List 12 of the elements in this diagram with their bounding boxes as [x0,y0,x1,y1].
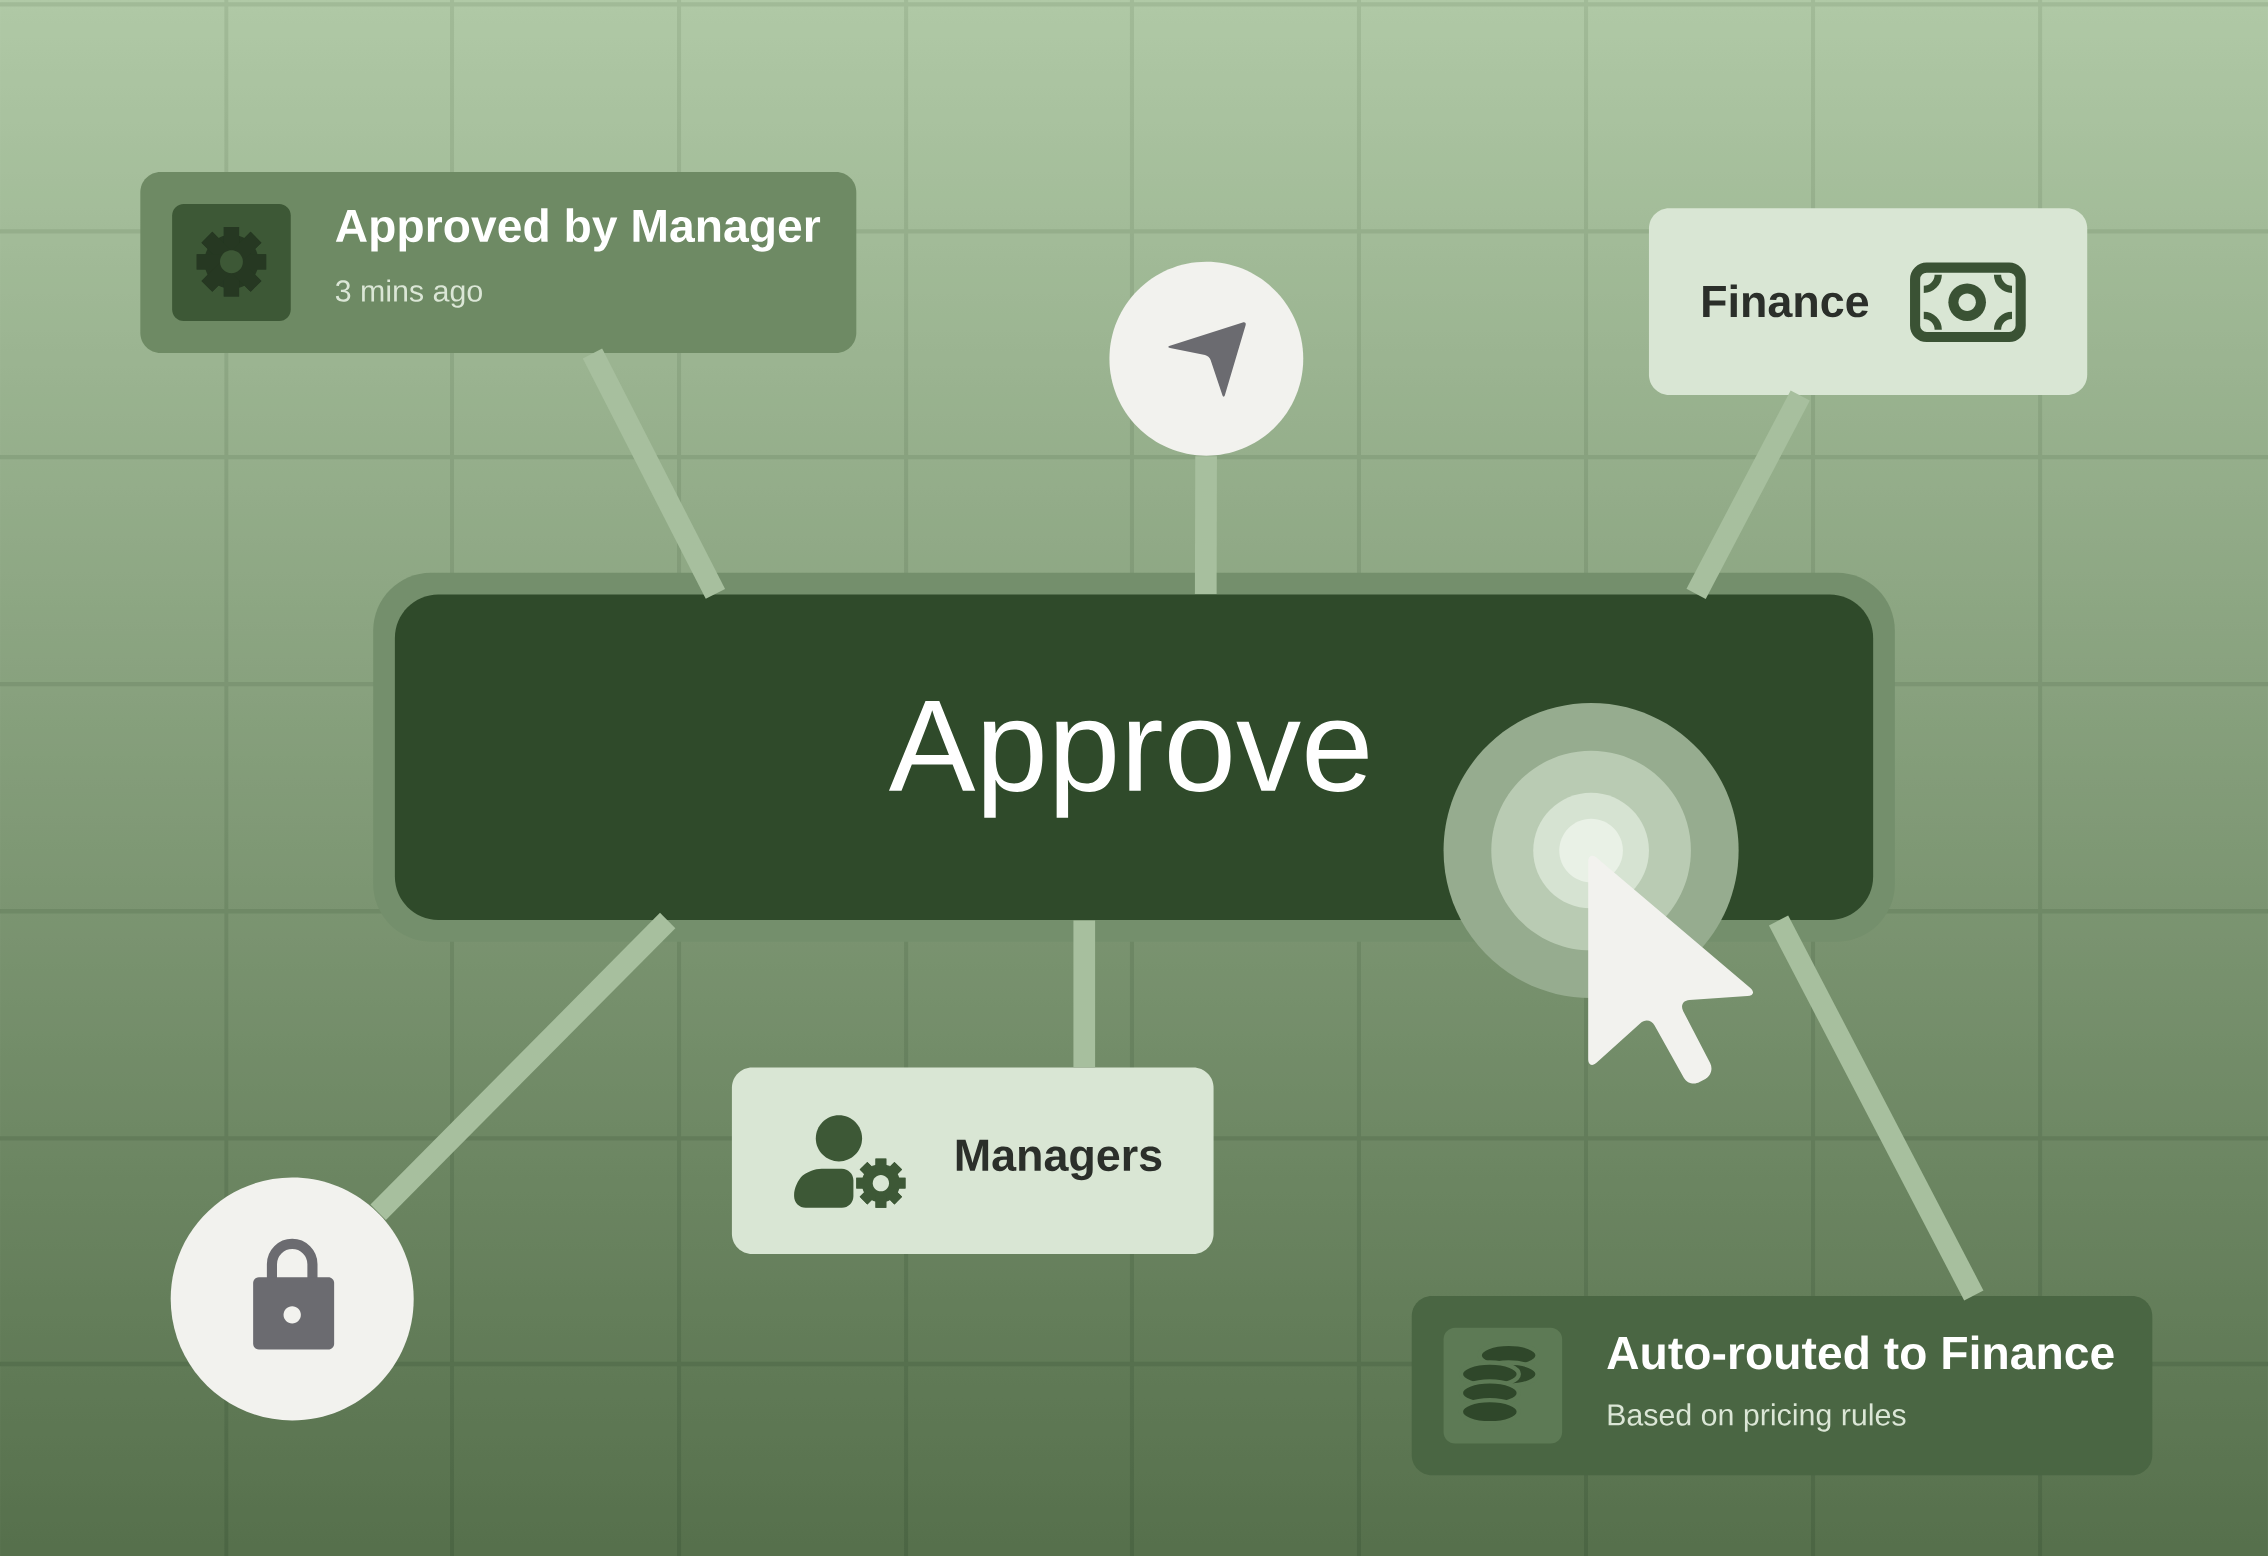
status-card: Auto-routed to Finance Based on pricing rules [1411,1295,2153,1476]
connector-line [370,912,676,1220]
connector-line [1194,456,1217,594]
status-card: Approved by Manager 3 mins ago [140,171,857,353]
connector-line [1768,915,1984,1301]
connector-line [1686,390,1810,599]
team-card: Managers [731,1067,1214,1254]
icon-circle [1109,261,1304,456]
connector-line [1073,920,1096,1067]
team-card: Finance [1648,208,2088,395]
icon-circle [170,1177,414,1421]
connector-line [582,348,726,599]
